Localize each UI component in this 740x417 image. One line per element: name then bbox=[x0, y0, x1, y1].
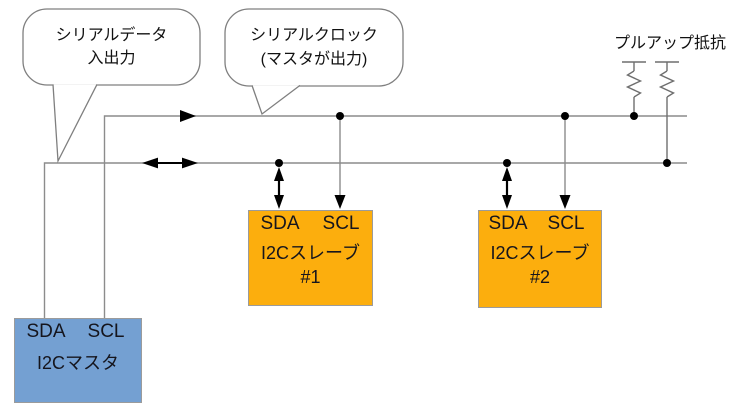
scl-output-arrow bbox=[180, 110, 196, 122]
sda-bus-line bbox=[43, 162, 687, 318]
slave1-number: #1 bbox=[300, 267, 321, 288]
master-sda-pin-label: SDA bbox=[26, 321, 66, 342]
sda-callout-tail bbox=[52, 84, 98, 164]
slave1-sda-pin-label: SDA bbox=[260, 213, 300, 234]
slave2-title-text: I2Cスレーブ bbox=[490, 243, 590, 263]
resistor-zigzag bbox=[625, 70, 643, 98]
sda-callout-line1: シリアルデータ bbox=[55, 26, 168, 44]
i2c-master-box: SDA SCL I2Cマスタ bbox=[14, 318, 142, 403]
junction-dot bbox=[503, 159, 511, 167]
slave2-sda-pin-label: SDA bbox=[488, 213, 528, 234]
sda-bidirectional-arrow bbox=[142, 157, 198, 169]
slave1-title: I2Cスレーブ #1 bbox=[249, 241, 372, 290]
slave1-scl-pin-label: SCL bbox=[322, 213, 360, 234]
scl-callout-line2: (マスタが出力) bbox=[260, 50, 368, 68]
slave2-scl-pin-label: SCL bbox=[547, 213, 585, 234]
junction-dot bbox=[663, 159, 671, 167]
pullup-resistors bbox=[622, 61, 679, 163]
sda-callout-line2: 入出力 bbox=[87, 50, 136, 67]
scl-callout-line1: シリアルクロック bbox=[250, 27, 378, 45]
scl-callout-tail bbox=[251, 84, 301, 116]
signal-arrows bbox=[142, 110, 571, 209]
slave1-scl-input-arrow bbox=[334, 195, 346, 209]
master-title: I2Cマスタ bbox=[36, 353, 119, 373]
slave1-sda-bidirectional-arrow bbox=[274, 167, 284, 209]
slave2-sda-bidirectional-arrow bbox=[502, 167, 512, 209]
scl-bus-line bbox=[103, 115, 687, 318]
slave2-title: I2Cスレーブ #2 bbox=[479, 241, 601, 290]
i2c-slave2-box: SDA SCL I2Cスレーブ #2 bbox=[478, 210, 602, 308]
pullup-resistor-label: プルアップ抵抗 bbox=[613, 35, 726, 52]
slave2-number: #2 bbox=[529, 267, 551, 288]
scl-callout-text: シリアルクロック (マスタが出力) bbox=[225, 9, 403, 86]
junction-dot bbox=[630, 112, 638, 120]
callout-bubbles bbox=[22, 8, 404, 164]
pullup-resistor-sda bbox=[655, 61, 679, 163]
pullup-resistor-scl bbox=[622, 61, 646, 116]
junction-dots bbox=[275, 112, 671, 167]
slave1-title-text: I2Cスレーブ bbox=[261, 243, 360, 263]
bus-wires bbox=[43, 115, 687, 318]
junction-dot bbox=[336, 112, 344, 120]
sda-callout-text: シリアルデータ 入出力 bbox=[23, 9, 200, 85]
slave2-scl-input-arrow bbox=[559, 195, 571, 209]
resistor-zigzag bbox=[658, 70, 676, 98]
junction-dot bbox=[275, 159, 283, 167]
i2c-slave1-box: SDA SCL I2Cスレーブ #1 bbox=[248, 210, 373, 306]
master-scl-pin-label: SCL bbox=[87, 321, 125, 342]
junction-dot bbox=[561, 112, 569, 120]
scl-callout-bubble bbox=[224, 8, 404, 87]
sda-callout-bubble bbox=[22, 8, 201, 86]
